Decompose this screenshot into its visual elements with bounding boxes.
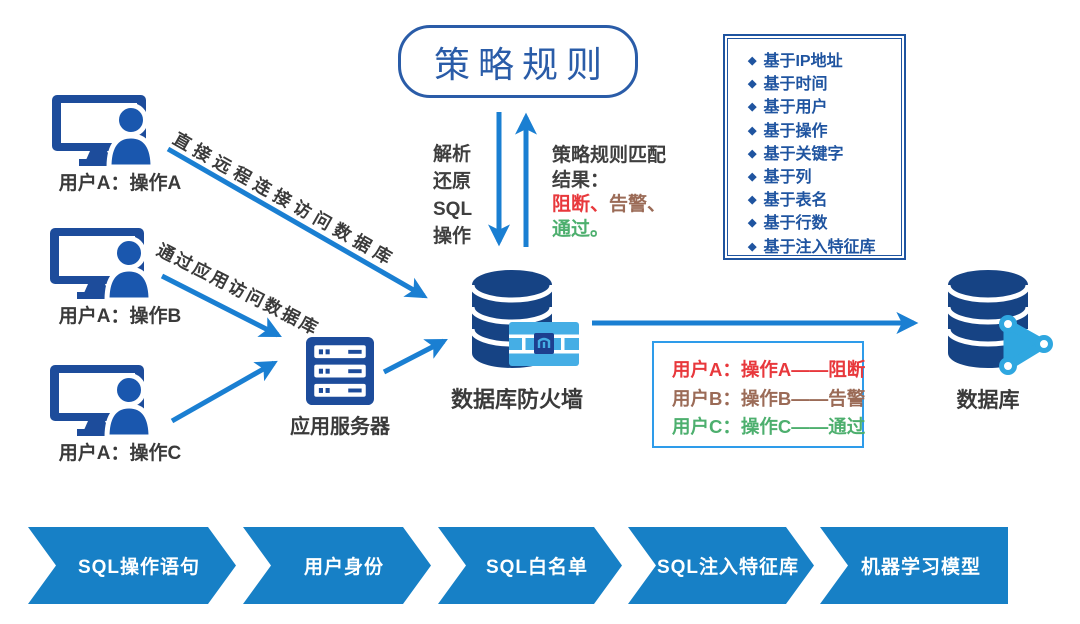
pipeline-step-sql-statements: SQL操作语句 xyxy=(28,527,236,604)
user-computer-icon xyxy=(50,228,154,300)
arrow-usera-to-firewall xyxy=(166,146,428,299)
arrow-userb-to-appserver xyxy=(160,273,282,338)
user-c-label: 用户A：操作C xyxy=(58,443,182,464)
app-server-icon xyxy=(306,337,374,405)
app-server-label: 应用服务器 xyxy=(290,416,390,438)
rule-item: ◆ 基于IP地址 xyxy=(748,51,895,74)
rule-item-label: 基于表名 xyxy=(763,192,828,210)
diamond-bullet-icon: ◆ xyxy=(748,217,757,230)
diamond-bullet-icon: ◆ xyxy=(748,124,757,137)
user-b-label: 用户A：操作B xyxy=(58,306,182,327)
user-a-label: 用户A：操作A xyxy=(58,173,182,194)
firewall-brick-icon xyxy=(509,322,579,366)
rule-item-label: 基于行数 xyxy=(763,215,828,233)
rule-item: ◆ 基于表名 xyxy=(748,190,895,213)
policy-rules-box: 策略规则 xyxy=(398,25,638,98)
diamond-bullet-icon: ◆ xyxy=(748,78,757,91)
pipeline-step-ml-model: 机器学习模型 xyxy=(820,527,1008,604)
policy-match-result-text: 策略规则匹配 结果： 阻断、告警、 通过。 xyxy=(552,145,667,240)
diamond-bullet-icon: ◆ xyxy=(748,55,757,67)
diamond-bullet-icon: ◆ xyxy=(748,240,757,253)
pipeline-step-sql-whitelist: SQL白名单 xyxy=(438,527,622,604)
diamond-bullet-icon: ◆ xyxy=(748,147,757,160)
result-row-alert: 用户B：操作B——告警 xyxy=(672,387,866,409)
pass-word: 通过。 xyxy=(552,218,610,240)
rule-item-label: 基于关键字 xyxy=(763,145,844,163)
rule-item: ◆ 基于关键字 xyxy=(748,144,895,167)
rule-item: ◆ 基于列 xyxy=(748,167,895,190)
rule-item-label: 基于操作 xyxy=(763,122,828,140)
diamond-bullet-icon: ◆ xyxy=(748,101,757,114)
arrow-appserver-to-firewall xyxy=(382,338,448,375)
database-firewall-label: 数据库防火墙 xyxy=(450,387,583,412)
rule-item-label: 基于IP地址 xyxy=(763,53,843,70)
rule-item: ◆ 基于注入特征库 xyxy=(748,237,895,260)
policy-rules-label: 策略规则 xyxy=(433,43,610,85)
result-row-blocked: 用户A：操作A——阻断 xyxy=(672,359,866,380)
rule-item-label: 基于列 xyxy=(763,169,812,187)
rules-panel-inner: ◆ 基于IP地址 ◆ 基于时间 ◆ 基于用户 ◆ 基于操作 ◆ 基于关键字 ◆ 基于列 ◆ 基… xyxy=(727,38,902,256)
pipeline-step-sql-injection-signatures: SQL注入特征库 xyxy=(628,527,814,604)
diamond-bullet-icon: ◆ xyxy=(748,171,757,184)
arrow-userc-to-appserver xyxy=(170,360,278,424)
rule-item-label: 基于注入特征库 xyxy=(763,238,876,256)
database-label: 数据库 xyxy=(956,389,1020,412)
user-computer-icon xyxy=(50,365,154,437)
rule-item: ◆ 基于操作 xyxy=(748,121,895,144)
rule-item: ◆ 基于用户 xyxy=(748,97,895,120)
rule-item-label: 基于时间 xyxy=(763,76,828,94)
result-row-pass: 用户C：操作C——通过 xyxy=(672,416,866,437)
parse-sql-text: 解析 还原 SQL 操作 xyxy=(433,144,473,248)
diamond-bullet-icon: ◆ xyxy=(748,194,757,207)
rule-item-label: 基于用户 xyxy=(763,99,828,117)
pipeline-step-user-identity: 用户身份 xyxy=(243,527,431,604)
alert-word: 告警、 xyxy=(609,194,667,216)
user-computer-icon xyxy=(52,95,156,167)
rule-item: ◆ 基于行数 xyxy=(748,213,895,236)
blocked-word: 阻断、 xyxy=(552,194,610,216)
network-share-icon xyxy=(999,315,1053,375)
match-result-box: 用户A：操作A——阻断 用户B：操作B——告警 用户C：操作C——通过 xyxy=(652,341,866,448)
rule-item: ◆ 基于时间 xyxy=(748,74,895,97)
rules-panel: ◆ 基于IP地址 ◆ 基于时间 ◆ 基于用户 ◆ 基于操作 ◆ 基于关键字 ◆ 基于列 ◆ 基… xyxy=(723,34,906,260)
